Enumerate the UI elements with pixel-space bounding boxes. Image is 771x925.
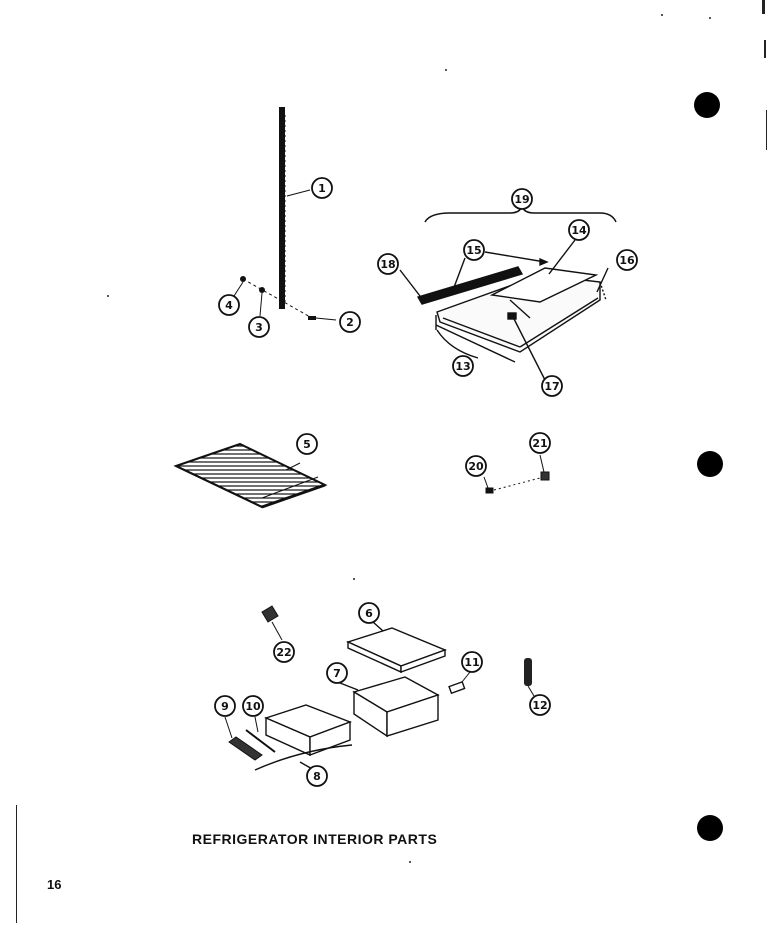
- callout-20: 20: [465, 455, 487, 477]
- drawer-part: [339, 676, 440, 738]
- callout-22: 22: [273, 641, 295, 663]
- spring-part: [524, 658, 535, 697]
- svg-text:15: 15: [466, 244, 481, 257]
- wire-shelf-part: [173, 442, 328, 509]
- figure-caption: REFRIGERATOR INTERIOR PARTS: [192, 831, 438, 847]
- svg-text:3: 3: [255, 321, 263, 334]
- crisper-pan-part: [254, 704, 353, 771]
- callout-12: 12: [529, 694, 551, 716]
- svg-text:14: 14: [571, 224, 587, 237]
- callout-8: 8: [306, 765, 328, 787]
- callout-17: 17: [541, 375, 563, 397]
- callout-19: 19: [511, 188, 533, 210]
- callout-11: 11: [461, 651, 483, 673]
- svg-text:11: 11: [464, 656, 479, 669]
- page-number: 16: [47, 877, 62, 892]
- svg-text:5: 5: [303, 438, 311, 451]
- svg-text:8: 8: [313, 770, 321, 783]
- callout-9: 9: [214, 695, 236, 717]
- callout-16: 16: [616, 249, 638, 271]
- standard-hardware-parts: [233, 276, 337, 321]
- binder-hole-bottom: [697, 815, 723, 841]
- svg-text:1: 1: [318, 182, 326, 195]
- drawer-cover-part: [346, 621, 447, 674]
- svg-text:21: 21: [532, 437, 547, 450]
- binder-hole-top: [694, 92, 720, 118]
- binder-hole-middle: [697, 451, 723, 477]
- svg-text:16: 16: [619, 254, 635, 267]
- callout-13: 13: [452, 355, 474, 377]
- svg-text:13: 13: [455, 360, 470, 373]
- shelf-standard-part: [279, 107, 311, 309]
- slide-rail-parts: [224, 716, 276, 761]
- callout-15: 15: [463, 239, 485, 261]
- svg-text:2: 2: [346, 316, 354, 329]
- svg-text:4: 4: [225, 299, 233, 312]
- callout-5: 5: [296, 433, 318, 455]
- svg-text:9: 9: [221, 700, 229, 713]
- roller-part: [448, 671, 471, 695]
- callout-14: 14: [568, 219, 590, 241]
- callout-21: 21: [529, 432, 551, 454]
- clip-part: [261, 605, 283, 641]
- svg-text:19: 19: [514, 193, 529, 206]
- crisper-cover-assembly: [399, 239, 609, 381]
- svg-text:17: 17: [544, 380, 559, 393]
- callout-1: 1: [311, 177, 333, 199]
- callout-2: 2: [339, 311, 361, 333]
- svg-text:6: 6: [365, 607, 373, 620]
- svg-text:22: 22: [276, 646, 291, 659]
- svg-text:10: 10: [245, 700, 261, 713]
- callout-10: 10: [242, 695, 264, 717]
- callout-4: 4: [218, 294, 240, 316]
- svg-text:12: 12: [532, 699, 547, 712]
- callout-18: 18: [377, 253, 399, 275]
- scan-marks: [16, 0, 767, 923]
- svg-text:7: 7: [333, 667, 341, 680]
- callout-6: 6: [358, 602, 380, 624]
- callout-7: 7: [326, 662, 348, 684]
- svg-text:18: 18: [380, 258, 395, 271]
- callout-3: 3: [248, 316, 270, 338]
- svg-text:20: 20: [468, 460, 484, 473]
- small-fastener-parts: [483, 454, 550, 494]
